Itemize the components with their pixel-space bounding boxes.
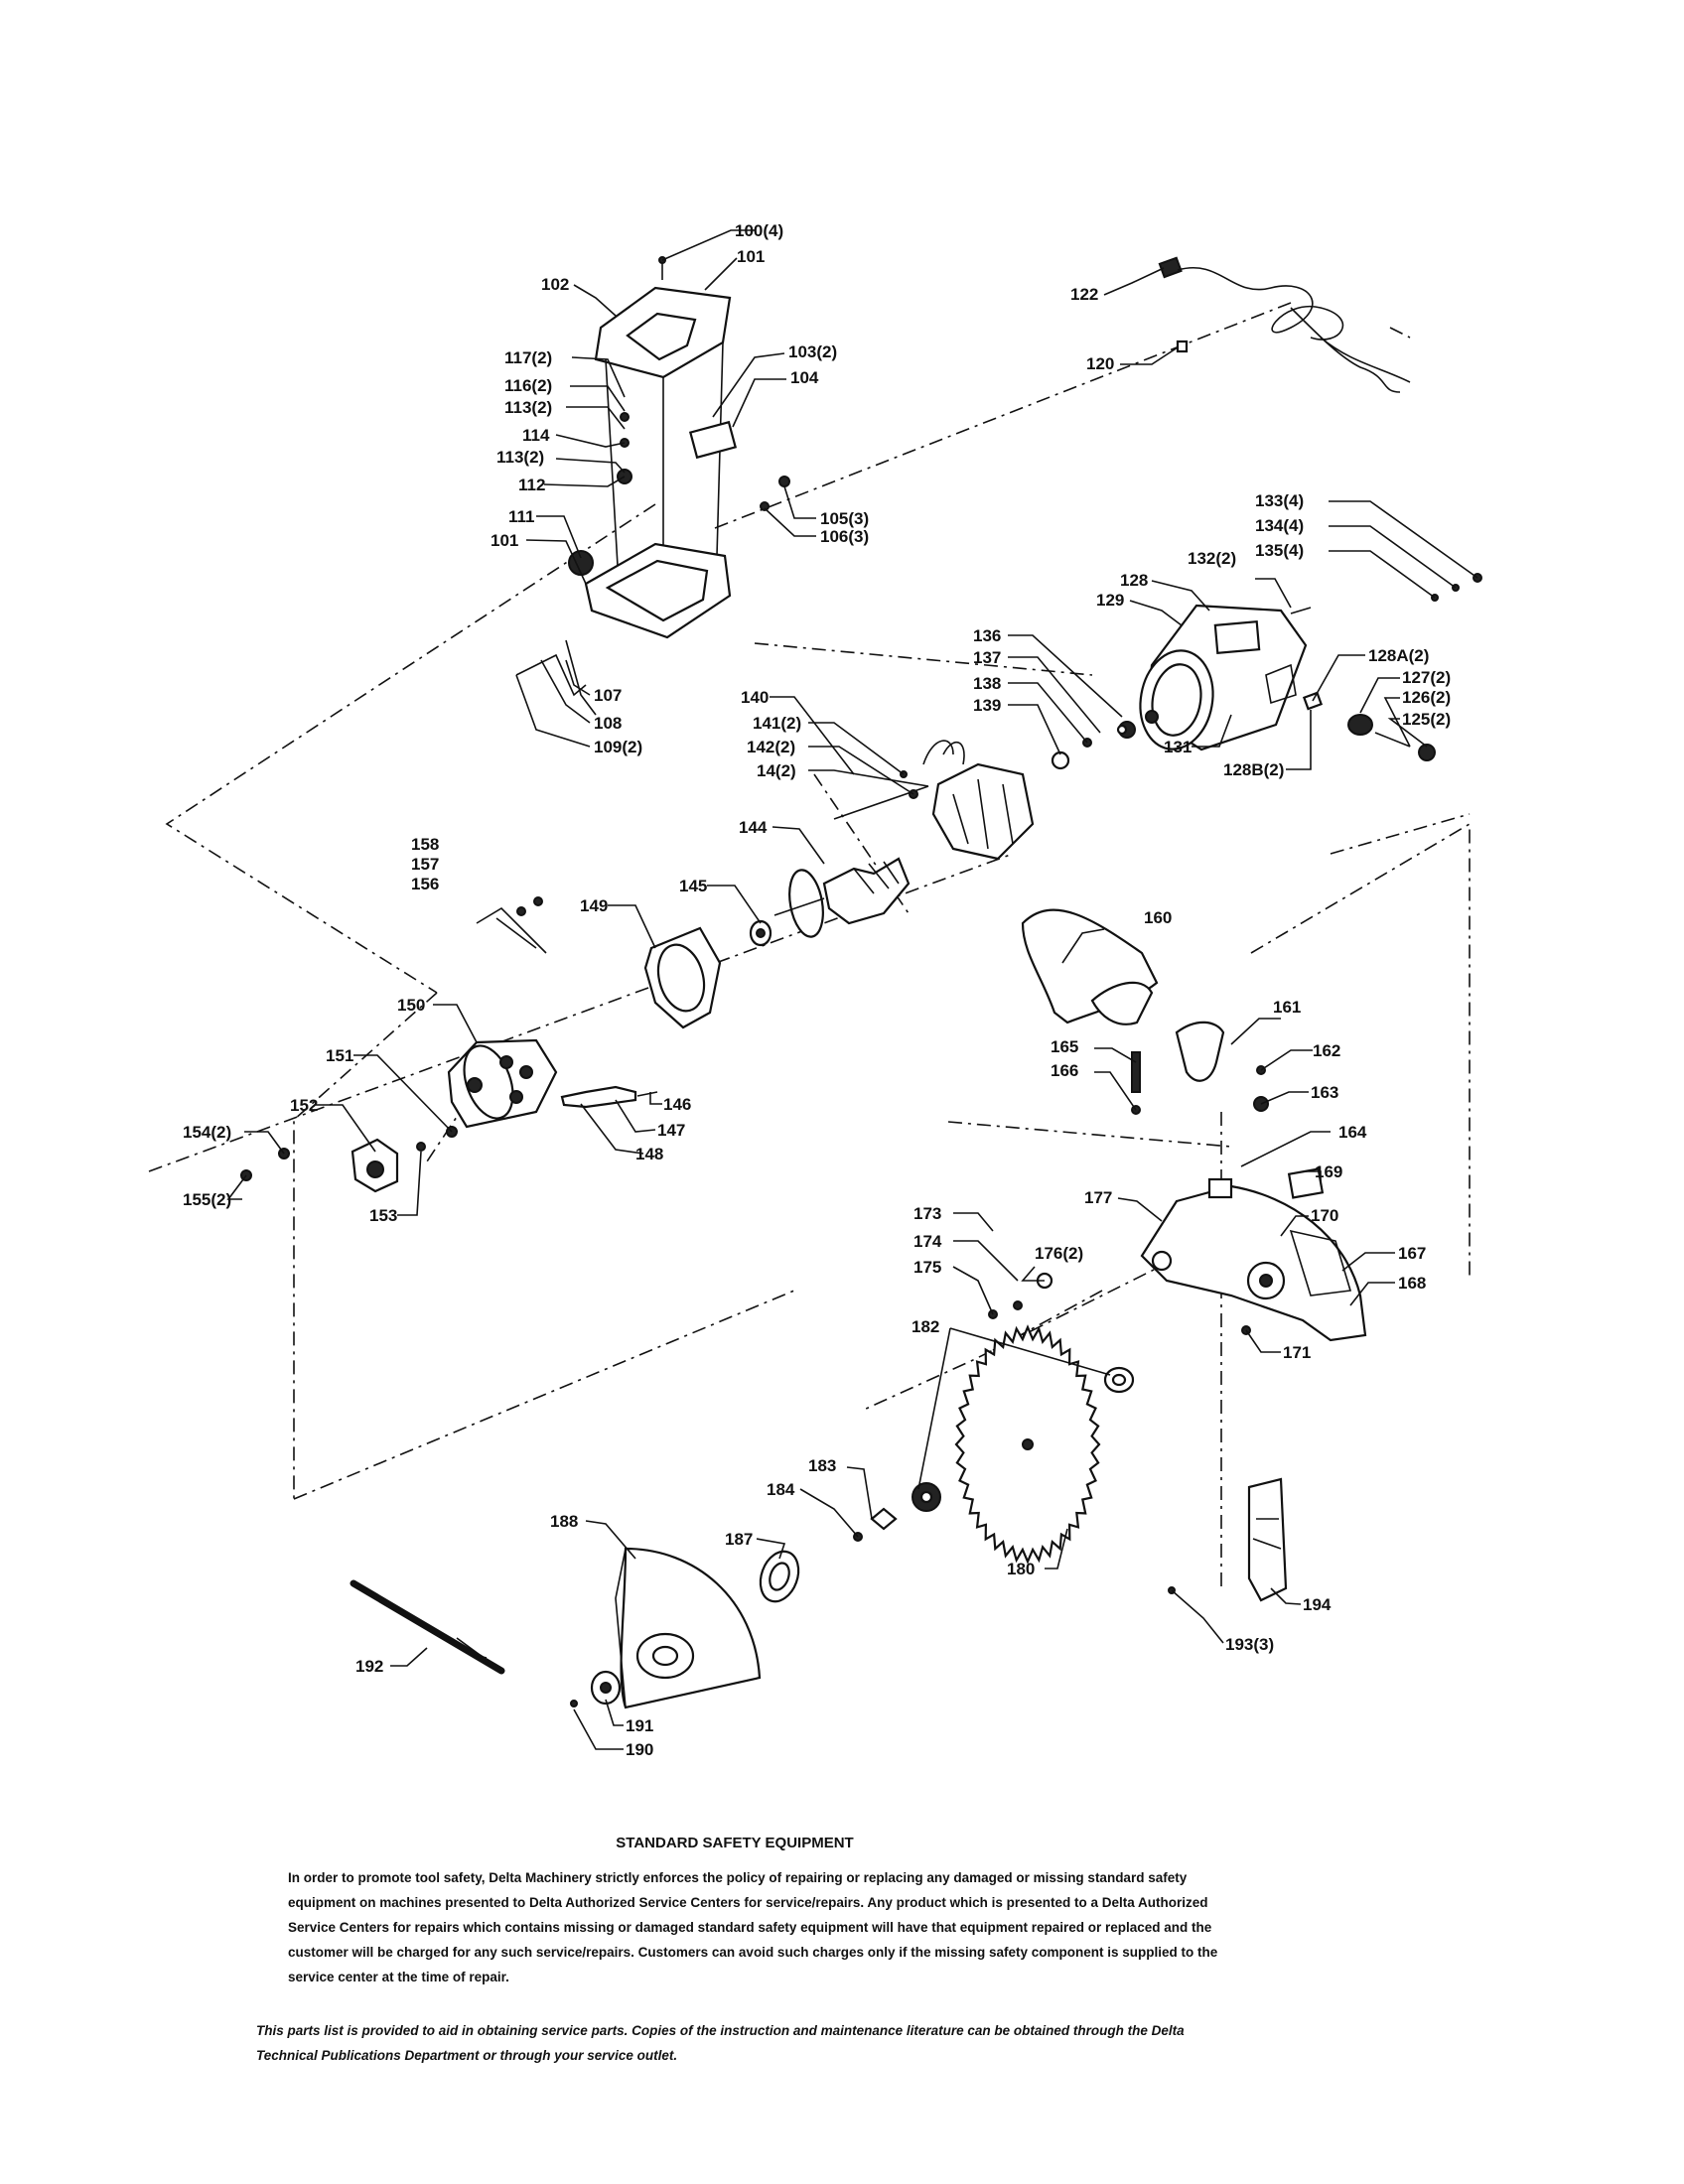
label-138: 138 (973, 674, 1001, 693)
label-166: 166 (1051, 1061, 1078, 1080)
label-129: 129 (1096, 591, 1124, 610)
label-149: 149 (580, 896, 608, 915)
label-180: 180 (1007, 1560, 1035, 1578)
label-192: 192 (355, 1657, 383, 1676)
label-132: 132(2) (1188, 549, 1236, 568)
label-140: 140 (741, 688, 769, 707)
label-135: 135(4) (1255, 541, 1304, 560)
label-188: 188 (550, 1512, 578, 1531)
label-174: 174 (913, 1232, 942, 1251)
label-128a: 128A(2) (1368, 646, 1429, 665)
label-173: 173 (913, 1204, 941, 1223)
label-126: 126(2) (1402, 688, 1451, 707)
saw-blade (954, 1324, 1101, 1565)
label-167: 167 (1398, 1244, 1426, 1263)
label-157: 157 (411, 855, 439, 874)
label-182: 182 (912, 1317, 939, 1336)
exploded-parts-diagram: 100(4) 101 102 117(2) 116(2) 113(2) 114 … (148, 221, 1482, 1759)
label-108: 108 (594, 714, 622, 733)
leader-lines (226, 229, 1478, 1750)
label-107: 107 (594, 686, 622, 705)
label-165: 165 (1051, 1037, 1078, 1056)
label-156: 156 (411, 875, 439, 893)
label-152: 152 (290, 1096, 318, 1115)
label-194: 194 (1303, 1595, 1332, 1614)
label-137: 137 (973, 648, 1001, 667)
label-145: 145 (679, 877, 707, 895)
label-161: 161 (1273, 998, 1301, 1017)
label-176: 176(2) (1035, 1244, 1083, 1263)
label-100: 100(4) (735, 221, 783, 240)
label-142: 142(2) (747, 738, 795, 756)
label-183: 183 (808, 1456, 836, 1475)
handle-assembly (515, 256, 790, 716)
label-128: 128 (1120, 571, 1148, 590)
label-113: 113(2) (496, 448, 544, 467)
label-115: 113(2) (504, 398, 552, 417)
label-147: 147 (657, 1121, 685, 1140)
guard-assembly (350, 908, 1367, 1709)
label-184: 184 (767, 1480, 795, 1499)
label-190: 190 (626, 1740, 653, 1759)
label-141: 141(2) (753, 714, 801, 733)
label-187: 187 (725, 1530, 753, 1549)
label-120: 120 (1086, 354, 1114, 373)
label-151: 151 (326, 1046, 353, 1065)
label-170: 170 (1311, 1206, 1338, 1225)
safety-section: STANDARD SAFETY EQUIPMENT In order to pr… (288, 1835, 1241, 1989)
label-136: 136 (973, 626, 1001, 645)
power-cord (1158, 256, 1411, 393)
label-150: 150 (397, 996, 425, 1015)
label-164: 164 (1338, 1123, 1367, 1142)
label-148: 148 (635, 1145, 663, 1163)
label-131: 131 (1164, 738, 1192, 756)
label-153: 153 (369, 1206, 397, 1225)
label-158: 158 (411, 835, 439, 854)
label-134: 134(4) (1255, 516, 1304, 535)
label-106: 106(3) (820, 527, 869, 546)
label-109: 109(2) (594, 738, 642, 756)
label-105: 105(3) (820, 509, 869, 528)
label-168: 168 (1398, 1274, 1426, 1293)
label-112: 112 (518, 476, 545, 494)
safety-body: In order to promote tool safety, Delta M… (288, 1870, 1218, 1984)
label-146: 146 (663, 1095, 691, 1114)
label-171: 171 (1283, 1343, 1311, 1362)
label-139: 139 (973, 696, 1001, 715)
safety-title: STANDARD SAFETY EQUIPMENT (616, 1835, 854, 1851)
label-144: 144 (739, 818, 768, 837)
label-169: 169 (1315, 1162, 1342, 1181)
label-104: 104 (790, 368, 819, 387)
label-127: 127(2) (1402, 668, 1451, 687)
label-177: 177 (1084, 1188, 1112, 1207)
label-191: 191 (626, 1716, 653, 1735)
label-175: 175 (913, 1258, 941, 1277)
label-162: 162 (1313, 1041, 1340, 1060)
label-128b: 128B(2) (1223, 760, 1284, 779)
label-103: 103(2) (788, 342, 837, 361)
motor-housing (1051, 573, 1482, 770)
label-116: 116(2) (504, 376, 552, 395)
label-193: 193(3) (1225, 1635, 1274, 1654)
label-133: 133(4) (1255, 491, 1304, 510)
label-154: 154(2) (183, 1123, 231, 1142)
parts-list-footer-note: This parts list is provided to aid in ob… (256, 2023, 1185, 2063)
label-114: 114 (522, 426, 550, 445)
label-101-top: 101 (737, 247, 765, 266)
label-160: 160 (1144, 908, 1172, 927)
part-labels: 100(4) 101 102 117(2) 116(2) 113(2) 114 … (183, 221, 1451, 1759)
label-163: 163 (1311, 1083, 1338, 1102)
assembly-lines (148, 302, 1471, 1588)
label-122: 122 (1070, 285, 1098, 304)
motor-internals (240, 740, 1035, 1193)
label-155: 155(2) (183, 1190, 231, 1209)
label-111: 111 (508, 507, 535, 526)
label-102: 102 (541, 275, 569, 294)
label-125: 125(2) (1402, 710, 1451, 729)
label-117: 117(2) (504, 348, 552, 367)
label-101-bottom: 101 (491, 531, 518, 550)
label-143: 14(2) (757, 761, 796, 780)
